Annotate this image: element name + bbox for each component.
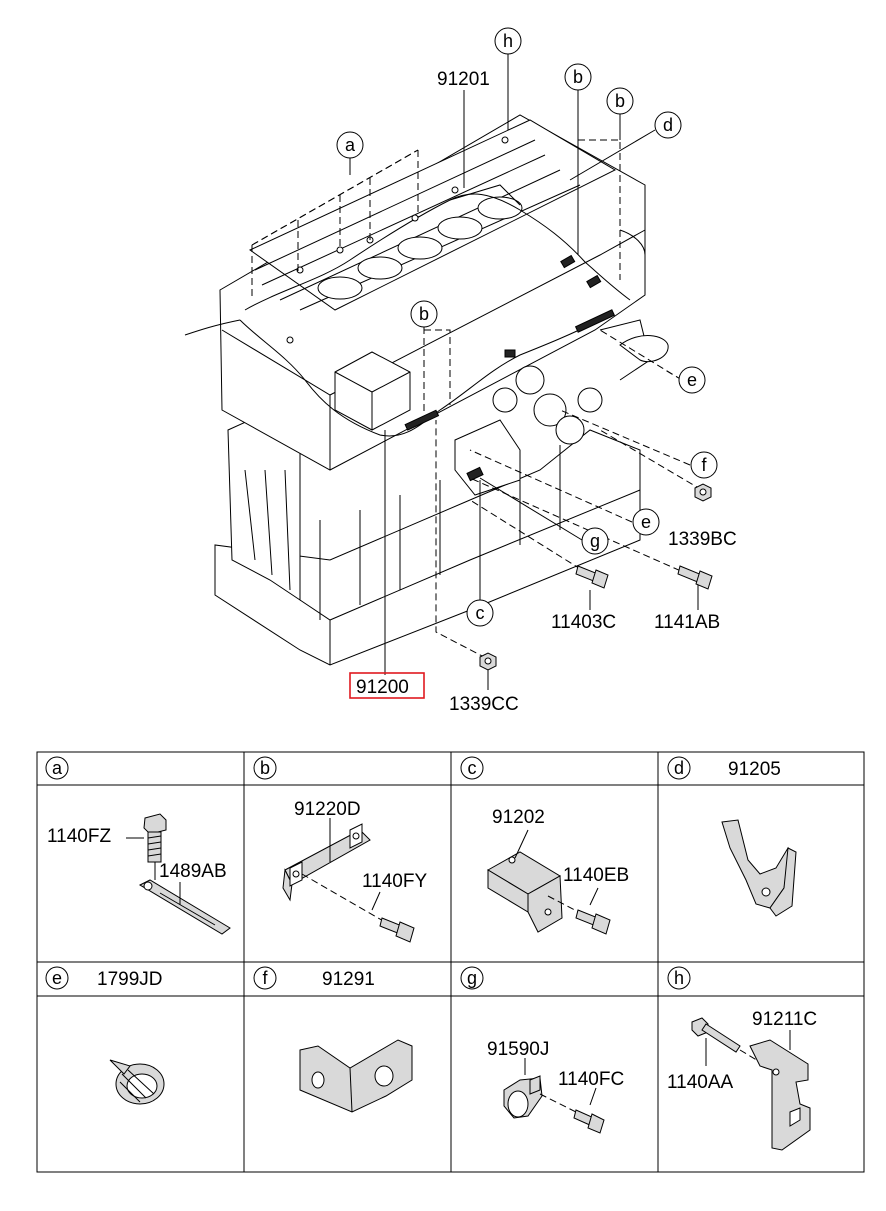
clamp-1799jd-icon [109, 1059, 165, 1105]
callout-d: d [654, 111, 682, 139]
svg-text:d: d [674, 758, 684, 778]
bracket-91205-icon [721, 819, 797, 917]
callout-h: h [494, 27, 522, 55]
bracket-91220d-icon [282, 823, 371, 902]
legend-b-part-2[interactable]: 1140FY [362, 871, 427, 892]
svg-text:b: b [573, 67, 583, 87]
bolt-1140fz-icon [143, 813, 167, 863]
svg-text:b: b [260, 758, 270, 778]
bracket-91202-icon [487, 851, 563, 933]
legend-header-e: e [45, 966, 69, 990]
fastener-11403c[interactable]: 11403C [551, 612, 616, 633]
legend-header-a: a [45, 756, 69, 780]
legend-header-f: f [253, 966, 277, 990]
callout-b-3: b [410, 300, 438, 328]
legend-cell-a: 1140FZ 1489AB [47, 813, 231, 935]
legend-header-b: b [253, 756, 277, 780]
callout-e-2: e [632, 508, 660, 536]
legend-cell-f [299, 1039, 413, 1113]
callout-c: c [466, 599, 494, 627]
svg-text:e: e [52, 968, 62, 988]
legend-e-part[interactable]: 1799JD [97, 969, 163, 990]
callout-b-2: b [606, 87, 634, 115]
legend-f-part[interactable]: 91291 [322, 969, 375, 990]
bracket-91211c-icon [749, 1039, 811, 1151]
legend-c-part-2[interactable]: 1140EB [563, 865, 629, 886]
svg-text:c: c [468, 758, 477, 778]
bolt-11403c-icon [575, 565, 609, 589]
bolt-1140eb-icon [575, 909, 611, 935]
nut-1339cc-icon [479, 652, 497, 671]
fastener-1339bc[interactable]: 1339BC [668, 529, 737, 550]
svg-text:e: e [641, 512, 651, 532]
leader-lines [251, 52, 703, 690]
legend-cell-e [109, 1059, 165, 1105]
svg-text:a: a [52, 758, 63, 778]
callout-b-1: b [564, 63, 592, 91]
callout-e-1: e [678, 366, 706, 394]
svg-text:g: g [590, 531, 600, 551]
svg-text:e: e [687, 370, 697, 390]
bolt-1140aa-icon [691, 1017, 741, 1053]
svg-text:h: h [503, 31, 513, 51]
svg-text:a: a [345, 135, 356, 155]
legend-cell-c: 91202 1140EB [487, 807, 629, 935]
part-91200[interactable]: 91200 [356, 677, 409, 698]
legend-a-part-2[interactable]: 1489AB [159, 861, 227, 882]
legend-header-c: c [460, 756, 484, 780]
svg-text:h: h [674, 968, 684, 988]
svg-text:c: c [476, 603, 485, 623]
svg-text:f: f [262, 968, 268, 988]
callout-f: f [690, 451, 718, 479]
legend-header-g: g [460, 966, 484, 990]
legend-g-part-2[interactable]: 1140FC [558, 1069, 624, 1090]
clip-91590j-icon [503, 1075, 543, 1119]
nut-1339bc-icon [694, 483, 712, 502]
legend-cell-d [721, 819, 797, 917]
svg-text:b: b [419, 304, 429, 324]
fastener-1141ab[interactable]: 1141AB [654, 612, 720, 633]
legend-cell-b: 91220D 1140FY [282, 799, 427, 943]
legend-h-part-1[interactable]: 91211C [752, 1009, 817, 1030]
bolt-1140fc-icon [573, 1109, 605, 1134]
legend-h-part-2[interactable]: 1140AA [667, 1072, 734, 1093]
legend-table [36, 751, 865, 1173]
bolt-1141ab-icon [677, 565, 713, 590]
strap-1489ab-icon [138, 879, 231, 935]
callout-a: a [336, 131, 364, 159]
legend-g-part-1[interactable]: 91590J [487, 1039, 549, 1060]
legend-header-d: d [667, 756, 691, 780]
legend-c-part-1[interactable]: 91202 [492, 807, 545, 828]
part-91201[interactable]: 91201 [437, 69, 490, 90]
svg-text:g: g [467, 968, 477, 988]
legend-cell-h: 91211C 1140AA [667, 1009, 817, 1151]
legend-cell-g: 91590J 1140FC [487, 1039, 624, 1134]
main-fasteners [479, 483, 713, 671]
callout-g: g [581, 527, 609, 555]
svg-text:f: f [701, 455, 707, 475]
engine-illustration [184, 114, 669, 666]
svg-text:d: d [663, 115, 673, 135]
svg-text:b: b [615, 91, 625, 111]
bracket-91291-icon [299, 1039, 413, 1113]
legend-b-part-1[interactable]: 91220D [294, 799, 361, 820]
legend-d-part[interactable]: 91205 [728, 759, 781, 780]
harness-highlight-box [349, 672, 425, 699]
legend-header-h: h [667, 966, 691, 990]
fastener-1339cc[interactable]: 1339CC [449, 694, 519, 715]
bolt-1140fy-icon [379, 917, 415, 943]
legend-a-part-1[interactable]: 1140FZ [47, 826, 111, 847]
